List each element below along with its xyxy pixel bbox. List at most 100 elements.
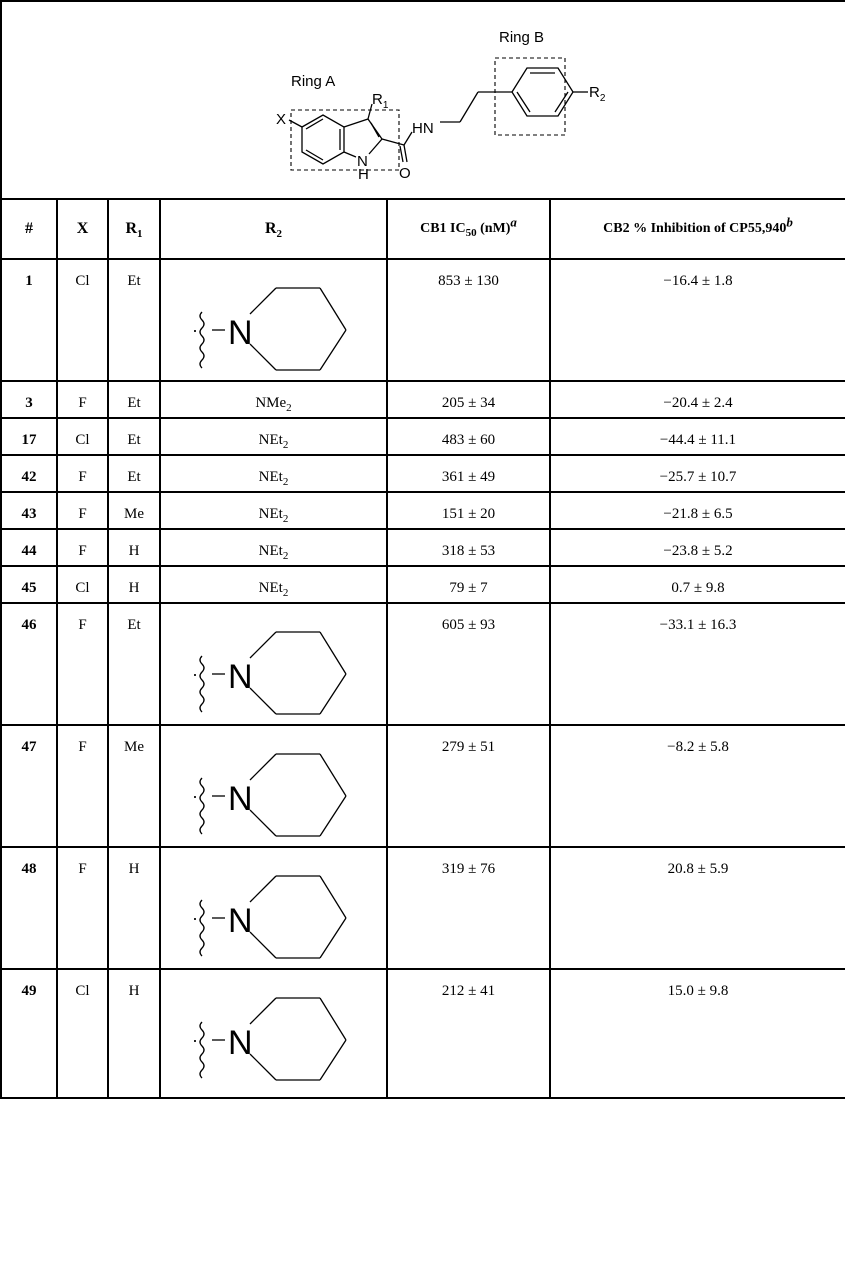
cell-compound-id: 49: [0, 968, 58, 1099]
cell-cb2-inhibition: −25.7 ± 10.7: [549, 454, 845, 493]
piperidine-n-label: N: [228, 902, 253, 940]
sar-table: Ring A Ring B X R1 HN N H O R2 # X R1 R2: [0, 0, 845, 1099]
cell-cb1-ic50: 853 ± 130: [386, 258, 551, 382]
cell-cb2-inhibition: 0.7 ± 9.8: [549, 565, 845, 604]
cell-compound-id: 48: [0, 846, 58, 970]
cell-x: Cl: [56, 417, 109, 456]
cell-x: F: [56, 602, 109, 726]
ring-b-label: Ring B: [499, 29, 544, 46]
cell-r2: NMe2: [159, 380, 388, 419]
cell-cb1-ic50: 79 ± 7: [386, 565, 551, 604]
cell-x: F: [56, 454, 109, 493]
piperidine-n-label: N: [228, 780, 253, 818]
cell-compound-id: 17: [0, 417, 58, 456]
piperidine-n-label: N: [228, 314, 253, 352]
cell-r2: NEt2: [159, 528, 388, 567]
svg-text:·: ·: [192, 1030, 198, 1050]
svg-text:·: ·: [192, 320, 198, 340]
hn-atom-label: HN: [412, 120, 434, 137]
cell-r1: Et: [107, 380, 161, 419]
cell-cb1-ic50: 605 ± 93: [386, 602, 551, 726]
cell-compound-id: 42: [0, 454, 58, 493]
piperidine-n-label: N: [228, 658, 253, 696]
cell-cb1-ic50: 151 ± 20: [386, 491, 551, 530]
cell-compound-id: 47: [0, 724, 58, 848]
cell-compound-id: 1: [0, 258, 58, 382]
cell-r1: H: [107, 968, 161, 1099]
cell-r1: H: [107, 528, 161, 567]
cell-cb1-ic50: 318 ± 53: [386, 528, 551, 567]
cell-r2: N·: [159, 724, 388, 848]
cell-cb2-inhibition: −23.8 ± 5.2: [549, 528, 845, 567]
piperidine-structure: N·: [192, 753, 347, 837]
cell-cb1-ic50: 361 ± 49: [386, 454, 551, 493]
cell-x: F: [56, 846, 109, 970]
cell-compound-id: 43: [0, 491, 58, 530]
cell-r2: NEt2: [159, 454, 388, 493]
cell-cb1-ic50: 319 ± 76: [386, 846, 551, 970]
svg-text:·: ·: [192, 908, 198, 928]
cell-compound-id: 45: [0, 565, 58, 604]
cell-x: Cl: [56, 258, 109, 382]
col-header-cb1: CB1 IC50 (nM)a: [386, 198, 551, 260]
ring-a-label: Ring A: [291, 73, 335, 90]
cell-cb1-ic50: 205 ± 34: [386, 380, 551, 419]
cell-x: F: [56, 528, 109, 567]
piperidine-structure: N·: [192, 997, 347, 1081]
cell-x: Cl: [56, 565, 109, 604]
col-header-x: X: [56, 198, 109, 260]
cell-r2: N·: [159, 602, 388, 726]
cell-r1: Me: [107, 724, 161, 848]
o-atom-label: O: [399, 165, 411, 182]
cell-x: F: [56, 491, 109, 530]
nh-h-label: H: [358, 166, 369, 183]
cell-cb1-ic50: 279 ± 51: [386, 724, 551, 848]
cell-cb2-inhibition: −44.4 ± 11.1: [549, 417, 845, 456]
r2-atom-label: R2: [589, 84, 606, 104]
cell-r2: N·: [159, 846, 388, 970]
scaffold-row: Ring A Ring B X R1 HN N H O R2: [0, 0, 845, 200]
cell-x: F: [56, 380, 109, 419]
cell-r1: Et: [107, 258, 161, 382]
cell-cb2-inhibition: −20.4 ± 2.4: [549, 380, 845, 419]
x-atom-label: X: [276, 111, 286, 128]
cell-cb2-inhibition: −21.8 ± 6.5: [549, 491, 845, 530]
svg-text:·: ·: [192, 786, 198, 806]
cell-r2: NEt2: [159, 565, 388, 604]
piperidine-structure: N·: [192, 875, 347, 959]
cell-r2: N·: [159, 968, 388, 1099]
cell-r1: Et: [107, 417, 161, 456]
piperidine-structure: N·: [192, 287, 347, 371]
cell-r2: NEt2: [159, 491, 388, 530]
col-header-r1: R1: [107, 198, 161, 260]
cell-cb2-inhibition: −16.4 ± 1.8: [549, 258, 845, 382]
header-row: # X R1 R2 CB1 IC50 (nM)a CB2 % Inhibitio…: [0, 198, 845, 260]
piperidine-n-label: N: [228, 1024, 253, 1062]
cell-r1: Et: [107, 454, 161, 493]
cell-r2: NEt2: [159, 417, 388, 456]
cell-r1: Me: [107, 491, 161, 530]
cell-compound-id: 44: [0, 528, 58, 567]
col-header-r2: R2: [159, 198, 388, 260]
r1-atom-label: R1: [372, 91, 389, 111]
cell-compound-id: 46: [0, 602, 58, 726]
cell-compound-id: 3: [0, 380, 58, 419]
cell-cb2-inhibition: 20.8 ± 5.9: [549, 846, 845, 970]
cell-r1: H: [107, 846, 161, 970]
cell-r2: N·: [159, 258, 388, 382]
col-header-num: #: [0, 198, 58, 260]
cell-r1: H: [107, 565, 161, 604]
cell-r1: Et: [107, 602, 161, 726]
scaffold-structure: Ring A Ring B X R1 HN N H O R2: [276, 29, 606, 183]
cell-cb1-ic50: 212 ± 41: [386, 968, 551, 1099]
col-header-cb2: CB2 % Inhibition of CP55,940b: [549, 198, 845, 260]
